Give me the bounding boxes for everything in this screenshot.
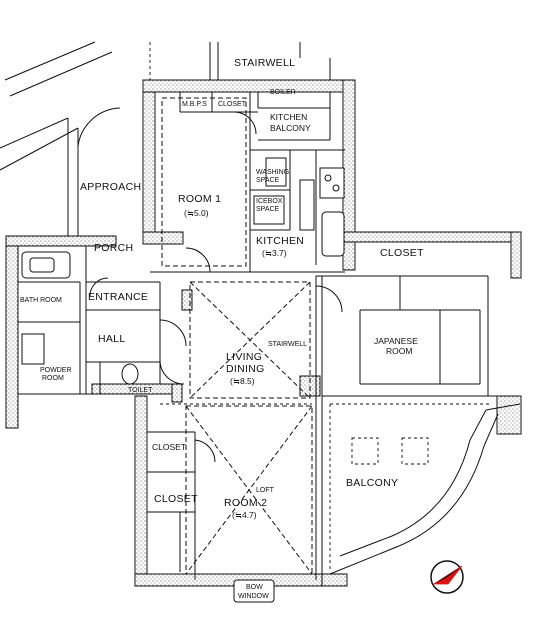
bow-window-box xyxy=(233,579,275,603)
closet-right-label: CLOSET xyxy=(380,247,424,259)
room2-label: ROOM 2 xyxy=(224,497,267,509)
icebox-space-label-2: SPACE xyxy=(256,206,280,213)
living-label: LIVING xyxy=(226,351,262,363)
bath-room-label: BATH ROOM xyxy=(20,297,62,304)
washing-space-label-1: WASHING xyxy=(256,169,289,176)
door-swings xyxy=(77,107,343,463)
room1-area: (≒5.0) xyxy=(184,208,209,218)
powder-room-label-1: POWDER xyxy=(40,367,72,374)
entrance-label: ENTRANCE xyxy=(88,291,148,303)
hall-label: HALL xyxy=(98,333,125,345)
kitchen-area: (≒3.7) xyxy=(262,248,287,258)
kitchen-label: KITCHEN xyxy=(256,235,304,247)
stove xyxy=(319,167,345,199)
japanese-room-label-1: JAPANESE xyxy=(374,336,418,346)
fixtures xyxy=(21,157,345,385)
room-labels: STAIRWELL BOILER M.B.P.S CLOSET KITCHEN … xyxy=(20,57,424,603)
counter xyxy=(299,179,315,231)
toilet-bowl xyxy=(121,363,139,385)
room1-label: ROOM 1 xyxy=(178,193,221,205)
exterior-lines xyxy=(0,41,331,238)
room2-area: (≒4.7) xyxy=(232,510,257,520)
boiler-label: BOILER xyxy=(270,89,296,96)
walls xyxy=(5,79,522,587)
icebox-space-label-1: ICEBOX xyxy=(256,198,283,205)
closet-lower-label: CLOSET xyxy=(152,442,186,452)
porch-label: PORCH xyxy=(94,242,133,254)
mbps-label: M.B.P.S xyxy=(182,101,207,108)
bow-window-label-1: BOW xyxy=(246,584,263,591)
sink xyxy=(321,211,345,257)
japanese-room-label-2: ROOM xyxy=(386,346,412,356)
approach-label: APPROACH xyxy=(80,181,141,193)
closet-small-label: CLOSET xyxy=(218,101,247,108)
washbasin xyxy=(21,333,45,365)
dining-label: DINING xyxy=(226,363,265,375)
washing-space-label-2: SPACE xyxy=(256,177,280,184)
powder-room-label-2: ROOM xyxy=(42,375,64,382)
washing-machine xyxy=(265,157,287,187)
kitchen-balcony-label-2: BALCONY xyxy=(270,123,311,133)
toilet-label: TOILET xyxy=(128,387,153,394)
closet-left-label: CLOSET xyxy=(154,493,198,505)
bow-window-label-2: WINDOW xyxy=(238,593,269,600)
living-area: (≒8.5) xyxy=(230,376,255,386)
stairwell-mid-label: STAIRWELL xyxy=(268,341,307,348)
loft-label: LOFT xyxy=(256,487,275,494)
loft-outlines xyxy=(160,97,429,575)
icebox xyxy=(253,195,285,225)
kitchen-balcony-label-1: KITCHEN xyxy=(270,112,307,122)
balcony-label: BALCONY xyxy=(346,477,398,489)
stairwell-top-label: STAIRWELL xyxy=(234,57,295,69)
balcony-structure xyxy=(321,400,521,587)
north-arrow-icon xyxy=(430,560,464,594)
